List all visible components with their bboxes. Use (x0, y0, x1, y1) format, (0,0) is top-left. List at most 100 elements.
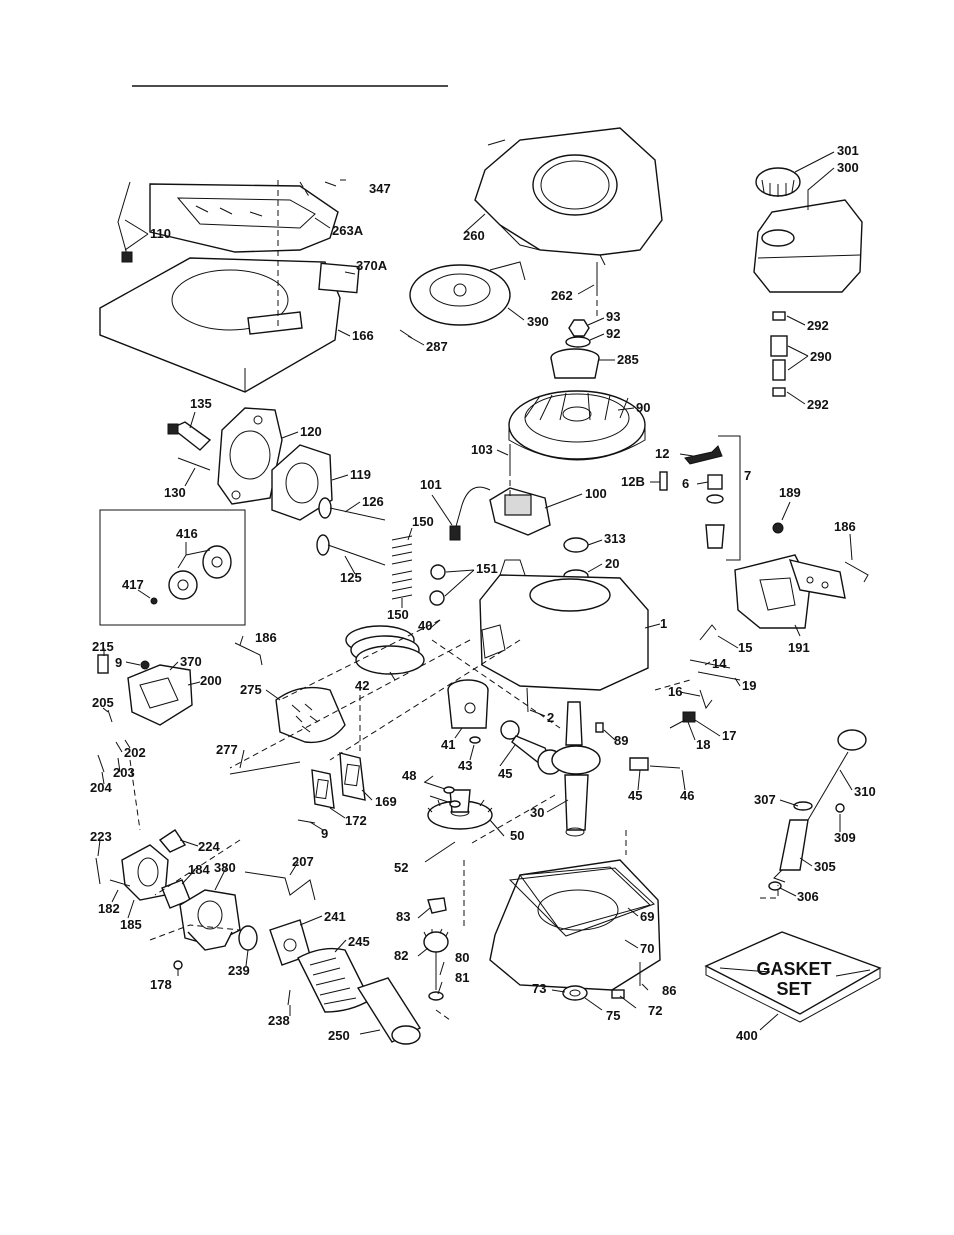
bolt-277-part (229, 761, 301, 775)
label-50: 50 (510, 828, 524, 843)
label-307: 307 (754, 792, 776, 807)
fuel-line-parts (770, 311, 788, 397)
governor-spring-14-part (689, 659, 731, 669)
label-250: 250 (328, 1028, 350, 1043)
crankshaft-30-part (551, 701, 601, 837)
pin-89-part (595, 722, 604, 733)
dipstick-310-part (807, 729, 867, 821)
intake-valve-125-part (316, 534, 386, 566)
label-15: 15 (738, 640, 752, 655)
label-17: 17 (722, 728, 736, 743)
label-81: 81 (455, 970, 469, 985)
label-184: 184 (188, 862, 210, 877)
screws-223-182-part (95, 857, 131, 887)
gasket-set-line-1: GASKET (756, 959, 831, 979)
label-14: 14 (712, 656, 727, 671)
label-45-right: 45 (628, 788, 642, 803)
label-310: 310 (854, 784, 876, 799)
label-305: 305 (814, 859, 836, 874)
inset-box-parts (99, 509, 246, 626)
label-2: 2 (547, 710, 554, 725)
label-6: 6 (682, 476, 689, 491)
label-120: 120 (300, 424, 322, 439)
spark-plug-wire-101-part (449, 486, 491, 541)
label-52: 52 (394, 860, 408, 875)
label-203: 203 (113, 765, 135, 780)
label-73: 73 (532, 981, 546, 996)
label-207: 207 (292, 854, 314, 869)
label-18: 18 (696, 737, 710, 752)
throttle-bracket-224-part (158, 829, 187, 853)
label-150-top: 150 (412, 514, 434, 529)
washer-81-part (428, 991, 444, 1001)
nut-93-part (568, 319, 590, 337)
drain-plug-72-part (611, 989, 625, 999)
label-126: 126 (362, 494, 384, 509)
air-filter-245-part (297, 947, 371, 1013)
label-285: 285 (617, 352, 639, 367)
spark-plug-135-part (167, 421, 212, 451)
label-309: 309 (834, 830, 856, 845)
link-186b-part (234, 642, 263, 666)
label-69: 69 (640, 909, 654, 924)
label-215: 215 (92, 639, 114, 654)
intake-elbow-185-part (121, 844, 169, 901)
engine-shroud-part (99, 257, 341, 393)
label-417: 417 (122, 577, 144, 592)
tappets-48-part (423, 781, 461, 808)
label-205: 205 (92, 695, 114, 710)
lever-16-part (699, 689, 713, 710)
piston-41-part (447, 679, 489, 729)
label-110: 110 (150, 226, 171, 241)
screw-238-part (287, 989, 291, 1006)
label-182: 182 (98, 901, 120, 916)
fuel-line-207-part (244, 871, 316, 901)
label-46: 46 (680, 788, 694, 803)
piston-rings-42-part (345, 625, 425, 675)
screw-189-part (772, 522, 784, 534)
label-70: 70 (640, 941, 654, 956)
label-92: 92 (606, 326, 620, 341)
label-245: 245 (348, 934, 370, 949)
governor-group-7-parts (659, 435, 741, 561)
label-72: 72 (648, 1003, 662, 1018)
label-400: 400 (736, 1028, 758, 1043)
label-239: 239 (228, 963, 250, 978)
fuel-tank-300-part (753, 199, 863, 293)
screw-215-part (97, 654, 109, 674)
label-83: 83 (396, 909, 410, 924)
fill-tube-305-part (773, 819, 809, 883)
ignition-armature-100-part (489, 487, 551, 536)
air-cleaner-275-part (275, 686, 346, 744)
link-186a-part (844, 561, 869, 583)
choke-wire-part (117, 181, 133, 263)
label-380: 380 (214, 860, 236, 875)
label-287: 287 (426, 339, 448, 354)
sump-gasket-69-part (508, 867, 655, 937)
label-313: 313 (604, 531, 626, 546)
label-101: 101 (420, 477, 442, 492)
oil-seal-75-part (562, 985, 588, 1001)
label-103: 103 (471, 442, 493, 457)
label-20: 20 (605, 556, 619, 571)
label-185: 185 (120, 917, 142, 932)
screw-18-part (669, 719, 686, 729)
fuel-cap-301-part (755, 167, 801, 197)
label-7: 7 (744, 468, 751, 483)
dowel-2-part (526, 687, 529, 713)
cup-83-part (427, 897, 447, 914)
screws-203-204-205-part (97, 709, 123, 773)
washer-92-part (565, 336, 591, 348)
label-347: 347 (369, 181, 391, 196)
label-43: 43 (458, 758, 472, 773)
label-80: 80 (455, 950, 469, 965)
label-93: 93 (606, 309, 620, 324)
leader-lines (97, 151, 853, 1035)
carburetor-380-part (179, 889, 241, 951)
label-166: 166 (352, 328, 374, 343)
label-130: 130 (164, 485, 186, 500)
label-306: 306 (797, 889, 819, 904)
label-186-left: 186 (255, 630, 277, 645)
label-100: 100 (585, 486, 607, 501)
label-204: 204 (90, 780, 112, 795)
